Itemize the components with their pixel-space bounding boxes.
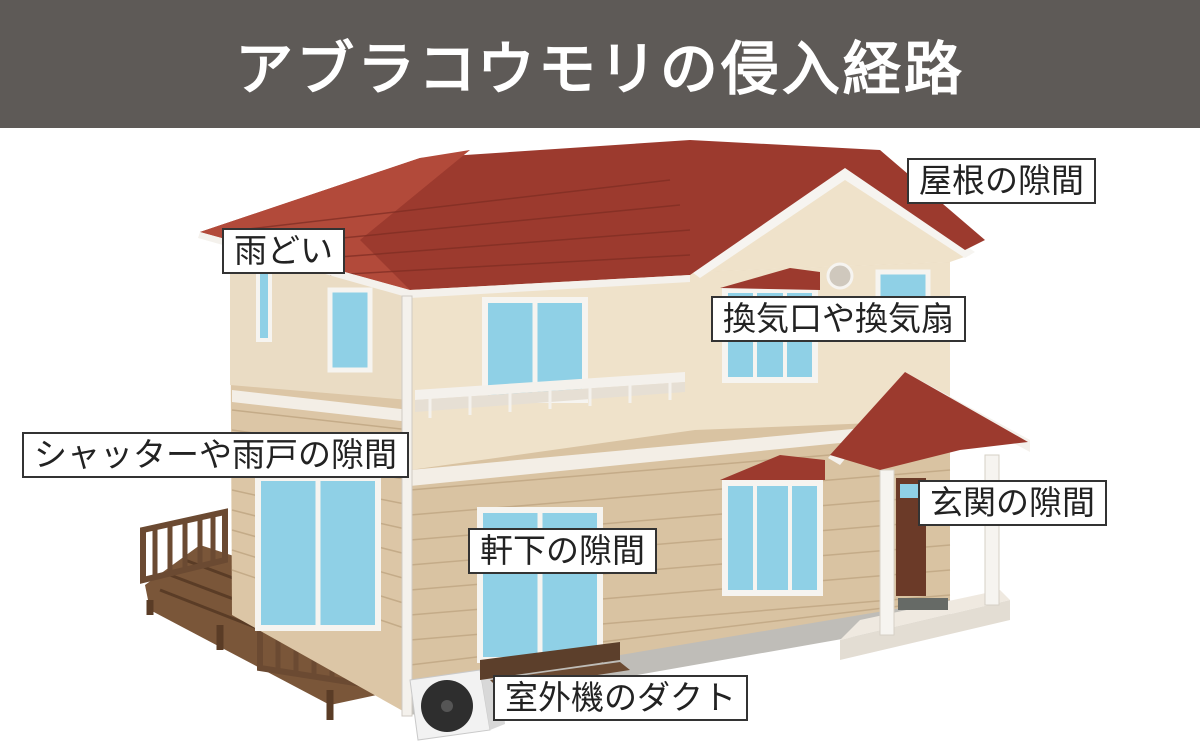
- gutter-pipe: [401, 295, 413, 717]
- entrance-porch: [828, 372, 1030, 660]
- house-illustration: [0, 128, 1200, 750]
- label-shutter-gap: シャッターや雨戸の隙間: [22, 432, 409, 478]
- label-roof-gap: 屋根の隙間: [907, 158, 1096, 204]
- label-entrance-gap: 玄関の隙間: [918, 480, 1107, 526]
- label-ac-duct: 室外機のダクト: [493, 675, 748, 721]
- label-vent: 換気口や換気扇: [711, 296, 966, 342]
- page-title: アブラコウモリの侵入経路: [235, 35, 965, 103]
- label-eaves-gap: 軒下の隙間: [468, 528, 657, 574]
- gable: [692, 166, 975, 278]
- label-gutter: 雨どい: [222, 228, 345, 274]
- house-drawing: [140, 140, 1030, 741]
- outdoor-unit: [409, 668, 505, 741]
- balcony-rail: [415, 372, 685, 418]
- title-bar: アブラコウモリの侵入経路: [0, 0, 1200, 128]
